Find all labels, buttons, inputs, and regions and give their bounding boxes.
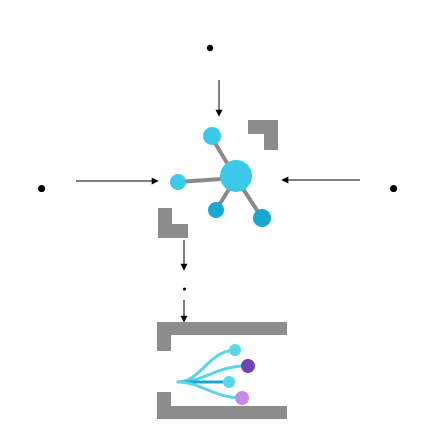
small-temperature-sensor-chip: [171, 272, 198, 299]
event-grid-icon: [157, 322, 287, 419]
event-grid-bracket-top: [157, 322, 287, 351]
event-node-1: [229, 344, 241, 356]
event-grid: [157, 322, 287, 419]
bracket-top-right: [248, 120, 278, 150]
bracket-bottom-left: [158, 208, 188, 238]
hub-node-bottom: [208, 202, 224, 218]
hub-node-left: [170, 174, 186, 190]
hub-node-top: [203, 127, 221, 145]
event-node-3: [223, 376, 235, 388]
thermometer-chip-icon: [171, 272, 198, 299]
temperature-sensor-chip-right: [360, 146, 428, 214]
temperature-sensor-chip-top: [180, 10, 240, 70]
hub-node-bottom-right: [253, 209, 271, 227]
temperature-sensor-chip-left: [8, 146, 76, 214]
hub-node-center: [220, 160, 252, 192]
iot-hub-icon: [158, 120, 278, 238]
thermometer-chip-icon: [360, 146, 428, 214]
event-grid-bracket-bottom: [157, 392, 287, 419]
thermometer-chip-icon: [180, 10, 240, 70]
event-node-2: [241, 359, 255, 373]
event-node-4: [235, 391, 249, 405]
thermometer-chip-icon: [8, 146, 76, 214]
iot-hub: [158, 120, 278, 238]
